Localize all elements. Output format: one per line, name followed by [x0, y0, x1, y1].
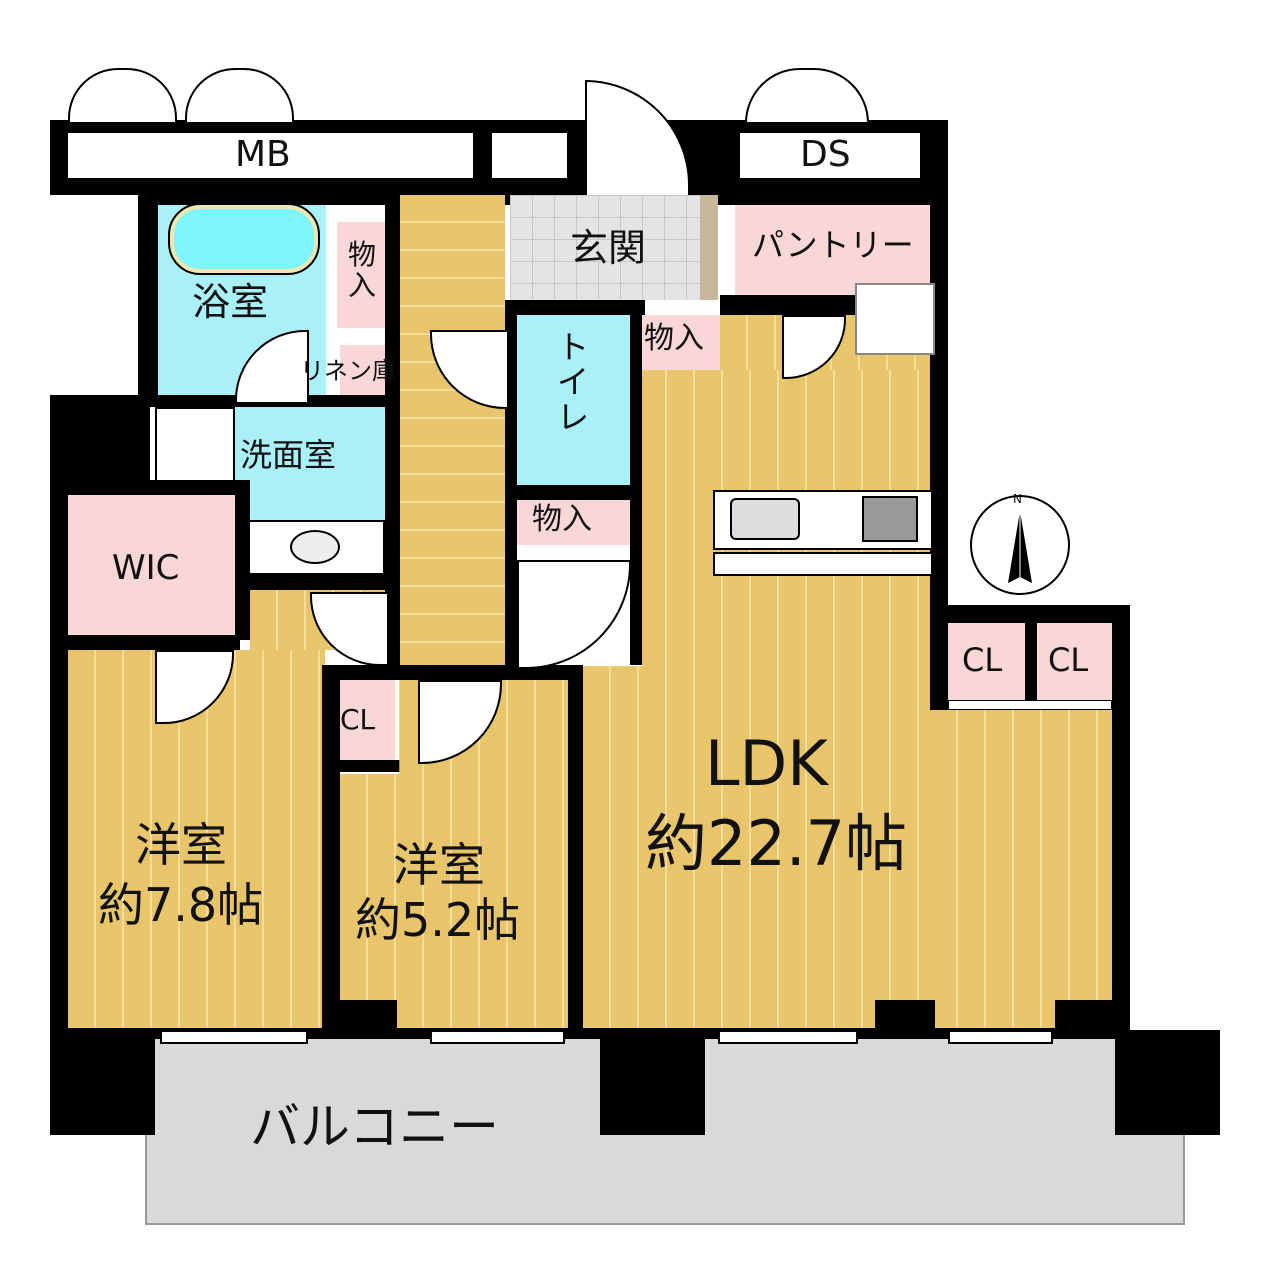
mb-label: MB: [235, 134, 291, 175]
wall: [235, 575, 395, 590]
ds-label: DS: [800, 134, 851, 175]
walk-in-closet: [68, 495, 235, 635]
storage-3: [517, 500, 630, 545]
ldk-size: 約22.7帖: [645, 807, 908, 880]
wall: [505, 300, 645, 315]
washroom: [235, 407, 385, 522]
linen-closet: [340, 345, 385, 403]
toilet-room: [517, 315, 630, 487]
wall: [1025, 620, 1037, 710]
wall: [50, 1025, 1130, 1039]
wall: [50, 635, 240, 650]
western-room-2-size: 約5.2帖: [355, 893, 521, 947]
sink-icon: [290, 530, 340, 564]
window: [160, 1030, 308, 1044]
compass-north-label: N: [1013, 492, 1022, 506]
closet-cl-2-label: CL: [962, 641, 1003, 679]
western-room-2-name: 洋室: [393, 838, 485, 892]
bathroom-label: 浴室: [192, 280, 269, 324]
compass-icon: [970, 495, 1070, 595]
mb-closet: [68, 133, 473, 178]
closet-cl-1-label: CL: [340, 703, 376, 736]
washroom-label: 洗面室: [240, 436, 337, 474]
wall: [1112, 605, 1130, 1035]
bathtub-icon: [168, 203, 320, 275]
pillar: [1055, 1000, 1115, 1035]
wall: [630, 300, 642, 665]
window: [430, 1030, 565, 1044]
linen-closet-label: リネン庫: [300, 357, 396, 385]
wall: [50, 1030, 155, 1135]
stove-icon: [862, 496, 918, 542]
storage-1-label: 物入: [347, 238, 376, 302]
entrance-label: 玄関: [570, 226, 647, 270]
storage-1: [337, 222, 387, 328]
entrance: [510, 195, 700, 300]
window: [718, 1030, 858, 1044]
ldk-door[interactable]: [517, 560, 631, 669]
closet-box: [492, 133, 567, 178]
wall: [50, 395, 150, 490]
kitchen-back-counter: [713, 552, 933, 576]
wall: [505, 485, 640, 500]
ds-closet: [740, 133, 920, 178]
mb-door[interactable]: [185, 68, 294, 124]
washroom-door[interactable]: [310, 592, 389, 666]
wall: [1115, 1030, 1220, 1135]
washing-machine-area: [155, 407, 235, 482]
storage-3-label: 物入: [532, 502, 592, 537]
window: [948, 1030, 1053, 1044]
entrance-step: [700, 195, 718, 300]
ldk-name: LDK: [705, 727, 828, 800]
storage-2-label: 物入: [644, 321, 704, 356]
western-room-1-name: 洋室: [135, 818, 227, 872]
mb-door[interactable]: [68, 68, 177, 124]
closet-cl-3: [1037, 623, 1112, 700]
wall: [138, 185, 158, 405]
pillar: [322, 1000, 397, 1035]
closet-cl-1: [340, 680, 395, 760]
balcony-label: バルコニー: [250, 1098, 499, 1156]
ds-door[interactable]: [745, 68, 869, 124]
wall: [322, 665, 340, 1030]
pillar: [855, 283, 935, 355]
wall: [930, 605, 1130, 623]
wall: [235, 480, 250, 640]
toilet-label: トイレ: [556, 328, 589, 437]
corridor: [400, 195, 505, 665]
wall: [385, 195, 400, 675]
kitchen-sink-icon: [730, 498, 800, 540]
entrance-door-opening: [585, 80, 690, 195]
pantry: [735, 205, 930, 295]
ldk-extension: [930, 710, 1112, 1028]
storage-2: [642, 315, 720, 370]
pillar: [875, 1000, 935, 1035]
wall: [930, 120, 948, 710]
pantry-label: パントリー: [752, 226, 914, 264]
wall: [335, 760, 400, 772]
wall: [50, 480, 245, 495]
wall: [568, 665, 583, 1030]
closet-cl-3-label: CL: [1048, 641, 1089, 679]
wic-label: WIC: [112, 548, 180, 588]
wall: [600, 1030, 705, 1135]
closet-doors[interactable]: [948, 700, 1112, 710]
pantry-wall: [720, 295, 860, 315]
closet-cl-2: [948, 623, 1025, 700]
western-room-1-size: 約7.8帖: [98, 878, 264, 932]
wall: [50, 480, 68, 1040]
